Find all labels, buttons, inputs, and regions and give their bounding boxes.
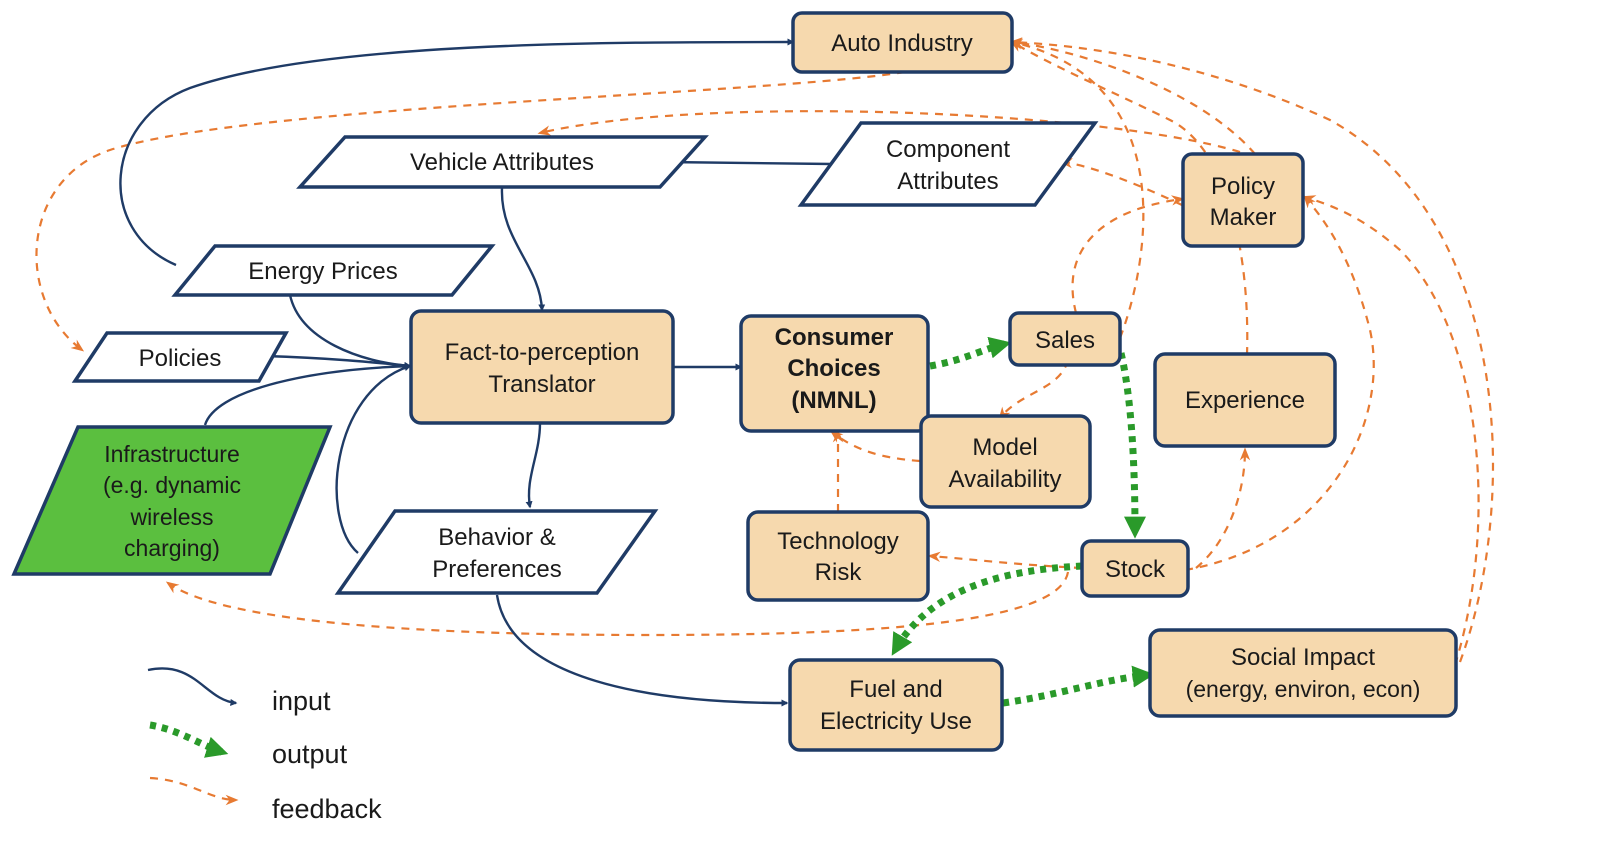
- in-behavior-to-translator: [335, 364, 412, 554]
- node-policies: Policies: [71, 331, 289, 383]
- in-energy-prices-to-translator: [288, 294, 412, 370]
- node-label: Behavior &: [438, 524, 555, 551]
- out-stock-to-fuel-use: [891, 562, 1083, 656]
- out-sales-to-stock: [1117, 352, 1146, 539]
- node-label: Vehicle Attributes: [410, 149, 594, 176]
- fb-stock-to-infrastructure: [165, 571, 1070, 637]
- node-label: (e.g. dynamic: [103, 472, 241, 498]
- input-arrows: [119, 38, 833, 707]
- node-social-impact: Social Impact (energy, environ, econ): [1148, 628, 1458, 718]
- output-arrows: [891, 336, 1155, 707]
- node-label: Component: [886, 136, 1010, 163]
- node-sales: Sales: [1008, 311, 1122, 367]
- in-policies-to-translator: [264, 354, 412, 369]
- fb-model-availability-to-consumer-choices: [829, 430, 921, 463]
- node-label: Choices: [787, 355, 880, 382]
- node-label: Risk: [815, 559, 863, 586]
- node-translator: Fact-to-perception Translator: [409, 309, 675, 425]
- fb-stock-to-experience: [1195, 447, 1251, 569]
- fb-policy-to-component-attributes: [1059, 157, 1183, 206]
- fb-sales-to-policy-maker: [1071, 195, 1185, 314]
- fb-auto-to-policies: [35, 70, 906, 352]
- in-behavior-to-fuel-use: [495, 594, 789, 707]
- node-behavior: Behavior & Preferences: [334, 509, 659, 595]
- legend-feedback-swatch: [149, 776, 239, 806]
- node-label: Electricity Use: [820, 708, 972, 735]
- node-label: Availability: [949, 466, 1062, 493]
- node-label: Energy Prices: [248, 258, 397, 285]
- node-label: Fact-to-perception: [445, 339, 640, 366]
- legend-input-swatch: [147, 667, 238, 706]
- node-consumer-choices: Consumer Choices (NMNL): [739, 314, 930, 433]
- out-fuel-use-to-social-impact: [1002, 665, 1155, 707]
- in-energy-prices-to-auto-industry: [119, 38, 795, 267]
- node-label: Translator: [488, 371, 595, 398]
- fb-sales-to-auto-industry: [1009, 39, 1145, 339]
- legend-output-swatch: [149, 721, 229, 758]
- node-fuel-use: Fuel and Electricity Use: [788, 658, 1004, 752]
- node-label: Maker: [1210, 204, 1277, 231]
- fb-stock-to-technology-risk: [927, 551, 1083, 570]
- node-component-attributes: Component Attributes: [797, 121, 1099, 207]
- legend: input output feedback: [147, 667, 382, 824]
- node-label: Experience: [1185, 387, 1305, 414]
- node-label: Technology: [777, 528, 898, 555]
- in-infrastructure-to-translator: [203, 362, 412, 426]
- node-technology-risk: Technology Risk: [746, 510, 930, 602]
- legend-feedback-label: feedback: [272, 794, 382, 824]
- node-label: Infrastructure: [104, 441, 240, 467]
- node-label: Model: [972, 434, 1037, 461]
- out-consumer-choices-to-sales: [929, 336, 1012, 370]
- in-component-to-vehicle-attributes: [663, 158, 833, 166]
- node-energy-prices: Energy Prices: [171, 244, 496, 297]
- node-vehicle-attributes: Vehicle Attributes: [296, 135, 709, 189]
- in-vehicle-attributes-to-translator: [500, 187, 546, 312]
- node-label: Consumer: [775, 324, 894, 351]
- node-experience: Experience: [1153, 352, 1337, 448]
- node-label: Fuel and: [849, 676, 942, 703]
- fb-policy-to-auto-industry: [1009, 38, 1256, 155]
- node-label: Auto Industry: [831, 30, 972, 57]
- node-label: Policy: [1211, 173, 1275, 200]
- node-label: Policies: [139, 345, 222, 372]
- fb-sales-to-model-availability: [998, 359, 1070, 421]
- fb-social-to-policy-maker: [1302, 195, 1480, 666]
- node-auto-industry: Auto Industry: [791, 11, 1014, 74]
- node-label: wireless: [129, 504, 213, 530]
- fb-stock-to-policy-maker: [1184, 195, 1375, 572]
- node-label: Social Impact: [1231, 644, 1375, 671]
- fb-social-to-auto-industry: [1009, 37, 1495, 663]
- node-policy-maker: Policy Maker: [1181, 152, 1305, 248]
- legend-input-label: input: [272, 686, 331, 716]
- node-label: Attributes: [897, 168, 998, 195]
- in-translator-to-behavior: [525, 422, 542, 509]
- feedback-arrows: [35, 37, 1495, 666]
- node-label: Stock: [1105, 556, 1166, 583]
- node-stock: Stock: [1080, 539, 1190, 598]
- fb-policy-to-vehicle-attributes: [537, 110, 1241, 154]
- legend-output-label: output: [272, 739, 348, 769]
- node-label: Preferences: [432, 556, 561, 583]
- fb-experience-to-auto-industry: [1009, 40, 1249, 356]
- node-label: charging): [124, 535, 220, 561]
- node-model-availability: Model Availability: [919, 414, 1092, 509]
- node-label: Sales: [1035, 327, 1095, 354]
- node-label: (NMNL): [791, 387, 876, 414]
- node-infrastructure: Infrastructure (e.g. dynamic wireless ch…: [11, 425, 333, 576]
- node-label: (energy, environ, econ): [1186, 676, 1421, 702]
